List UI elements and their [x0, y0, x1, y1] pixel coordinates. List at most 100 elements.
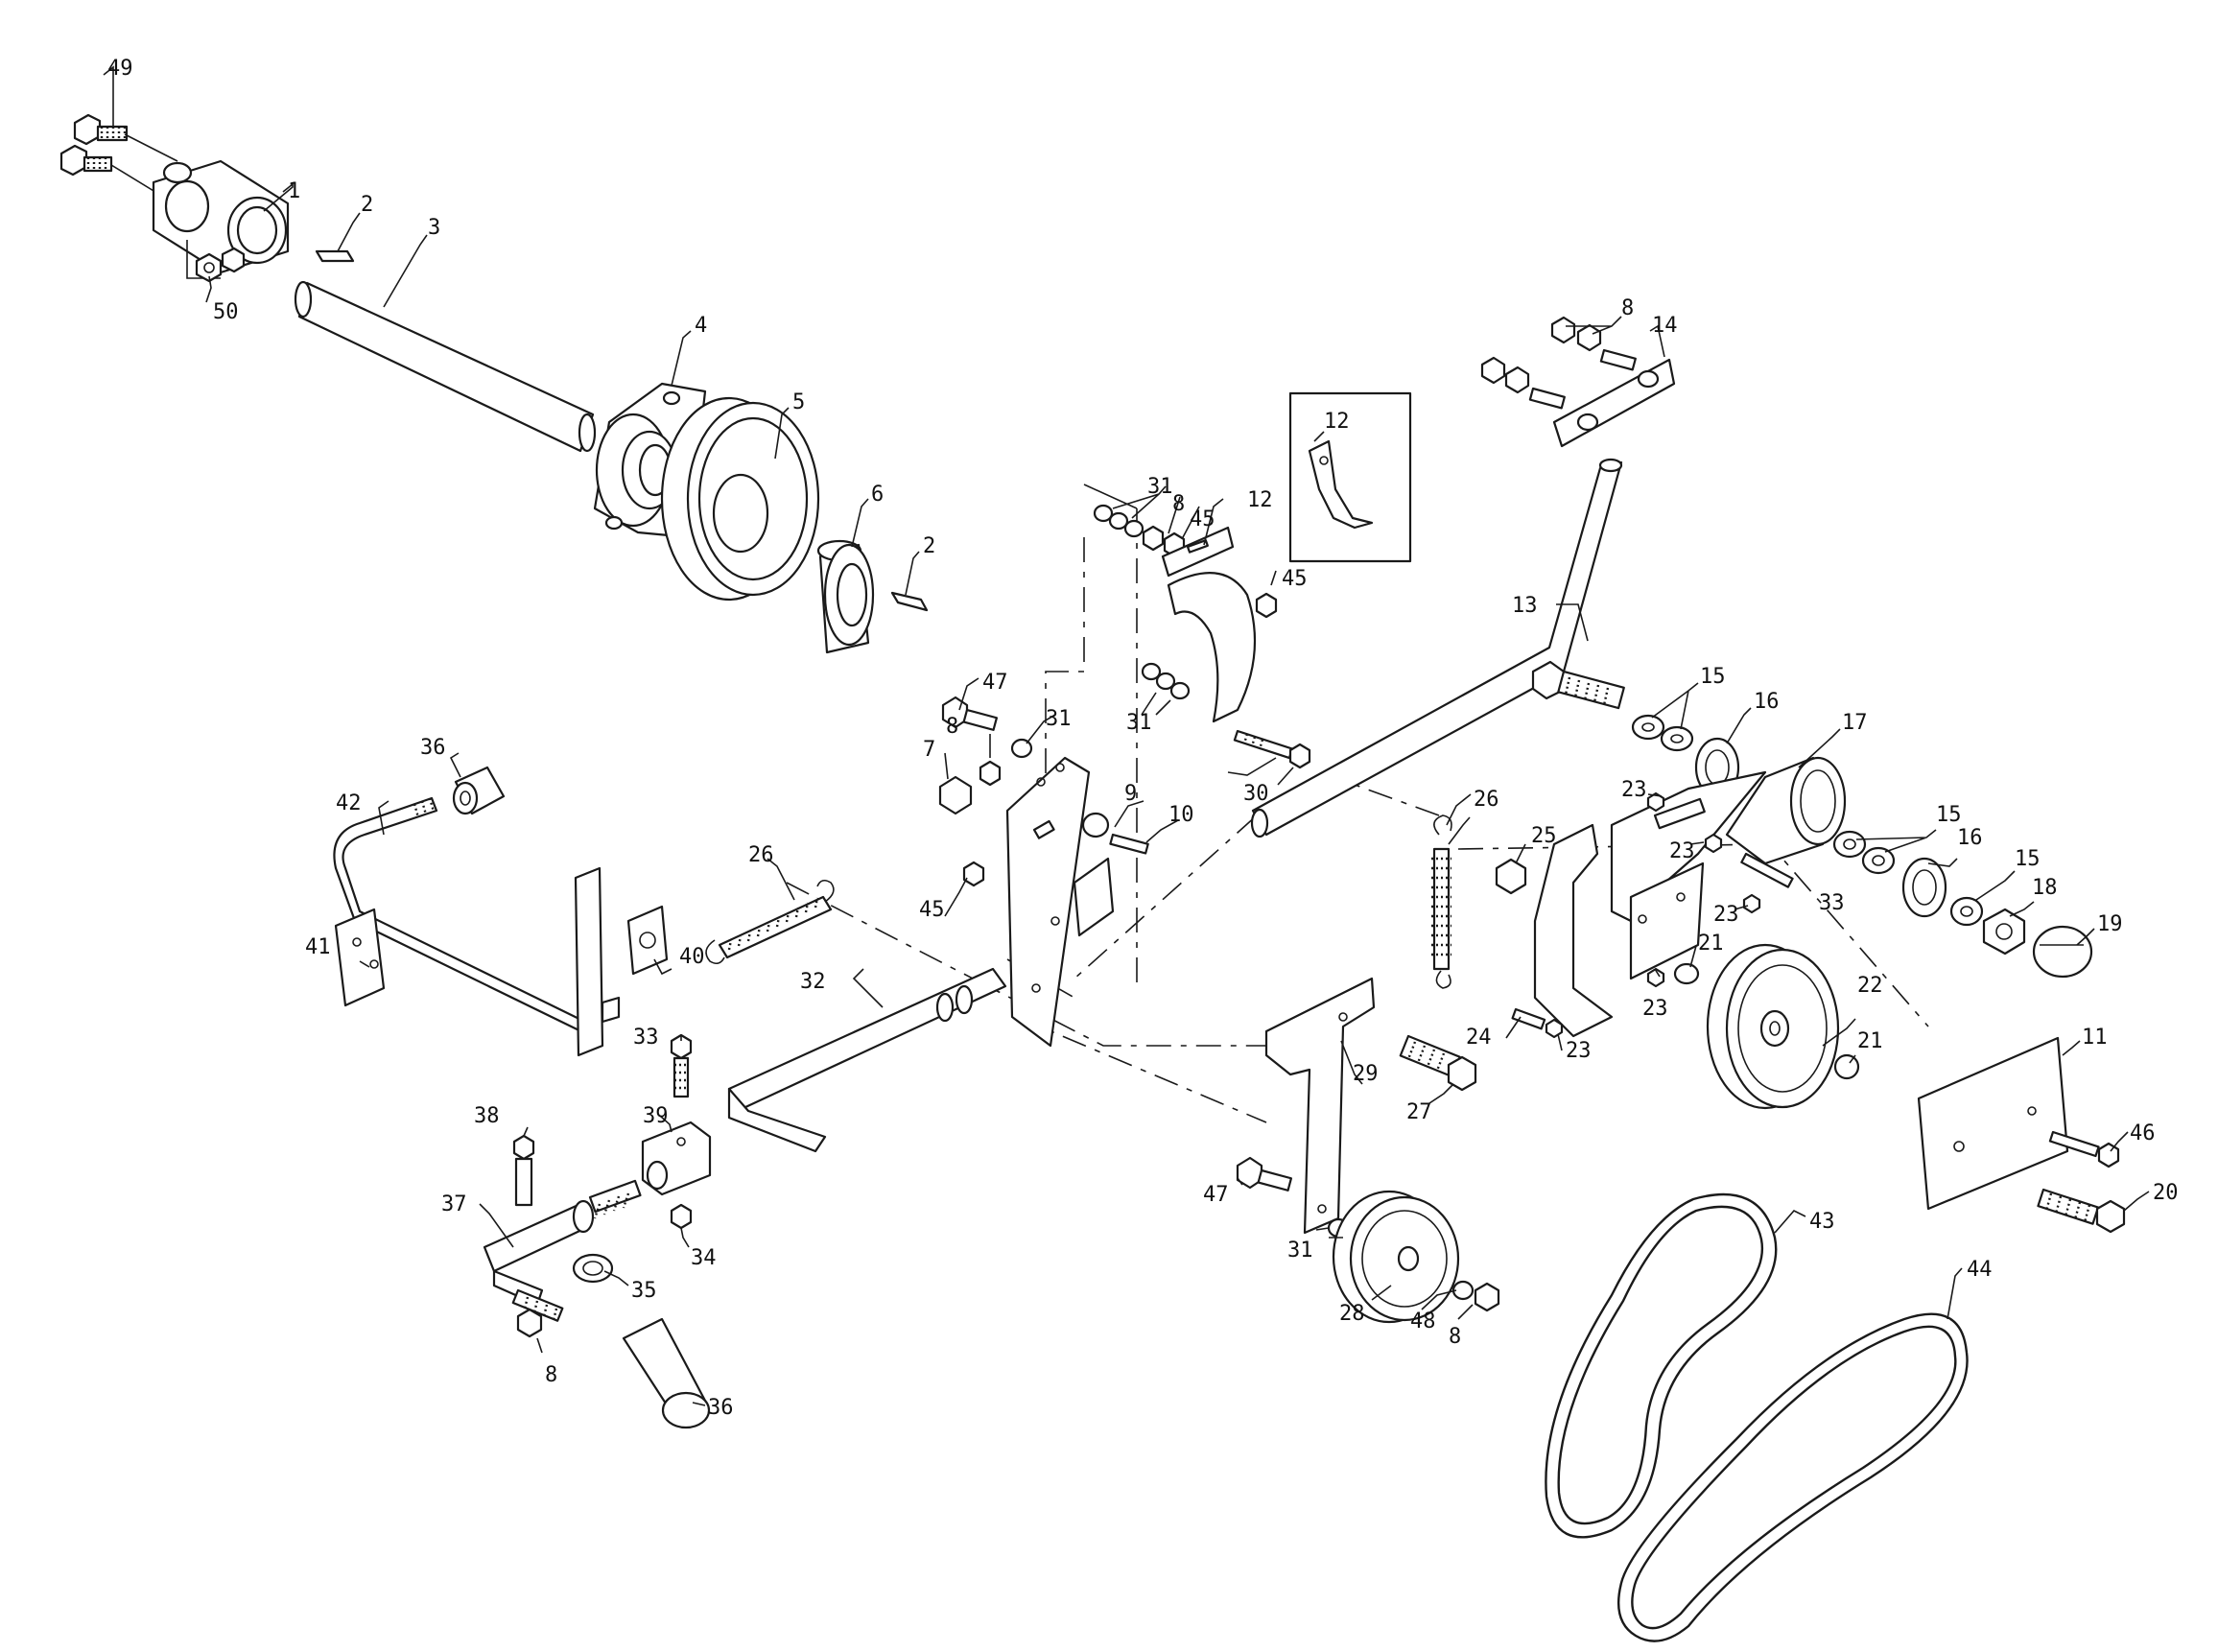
callout-12-box: 12 — [1324, 410, 1350, 434]
callout-48: 48 — [1410, 1310, 1436, 1333]
double-pulley-22 — [1706, 943, 1840, 1110]
callout-11: 11 — [2082, 1026, 2108, 1050]
bolt-bracket-upper — [1599, 348, 1637, 371]
callout-39: 39 — [643, 1104, 669, 1128]
block-39 — [641, 1121, 712, 1196]
nut-8-center — [979, 760, 1002, 787]
bolt-30 — [1233, 729, 1311, 769]
callout-labels: 1 2 3 4 5 6 2 49 50 12 8 14 13 15 16 17 … — [107, 57, 2179, 1420]
callout-10: 10 — [1168, 803, 1194, 827]
callout-14: 14 — [1652, 314, 1678, 338]
callout-31-center: 31 — [1046, 707, 1072, 731]
callout-43: 43 — [1809, 1210, 1835, 1234]
callout-6: 6 — [871, 483, 884, 507]
washer-15-e — [1949, 896, 1984, 927]
bolt-47-upper — [941, 696, 999, 731]
callout-31-guide-lower: 31 — [1126, 711, 1152, 735]
callout-40: 40 — [679, 945, 705, 969]
bracket-41 — [334, 908, 386, 1007]
callout-15-lower: 15 — [2015, 847, 2041, 871]
bolt-27 — [1399, 1034, 1477, 1092]
nut-23-b — [1704, 833, 1723, 854]
callout-42: 42 — [336, 791, 362, 815]
bracket-plate-14 — [1480, 316, 1676, 448]
nut-8-pedal — [516, 1308, 543, 1338]
callout-46: 46 — [2130, 1121, 2156, 1145]
nut-25 — [1495, 858, 1527, 895]
callout-30: 30 — [1243, 782, 1269, 806]
callout-36-lower: 36 — [708, 1396, 734, 1420]
nut-45-center — [962, 861, 985, 887]
callout-16-upper: 16 — [1754, 690, 1780, 714]
callout-18: 18 — [2032, 876, 2058, 900]
clutch-lever-13 — [1250, 458, 1625, 838]
washer-31-guide-f — [1169, 681, 1191, 700]
nut-23-c — [1742, 893, 1761, 914]
hex-bolt-49-upper — [73, 113, 129, 146]
callout-37: 37 — [441, 1192, 467, 1216]
callout-8-bracket: 8 — [1621, 296, 1634, 320]
central-bracket-assembly — [938, 484, 1149, 1048]
nut-8-bracket-c — [1480, 356, 1506, 385]
nut-50 — [195, 247, 246, 283]
cap-19 — [2032, 925, 2093, 979]
callout-2-lower: 2 — [923, 534, 935, 558]
bolt-38 — [512, 1134, 535, 1207]
callout-16-lower: 16 — [1957, 826, 1983, 850]
callout-9: 9 — [1124, 782, 1137, 806]
nut-8-guide — [1142, 525, 1165, 552]
callout-21-a: 21 — [1698, 932, 1724, 956]
callout-45-center: 45 — [919, 898, 945, 922]
bolt-bracket-lower — [1528, 387, 1566, 410]
callout-38: 38 — [474, 1104, 500, 1128]
arm-32 — [727, 967, 1007, 1153]
callout-33-left: 33 — [633, 1026, 659, 1050]
callout-25: 25 — [1531, 824, 1557, 848]
callout-8-guide: 8 — [1172, 492, 1185, 516]
callout-23-a: 23 — [1621, 778, 1647, 802]
upper-drive-shaft-assembly — [59, 113, 929, 654]
callout-45-side: 45 — [1282, 567, 1308, 591]
key-2-upper — [315, 249, 355, 263]
pedal-arm-37 — [483, 1179, 642, 1322]
bolt-10 — [1109, 833, 1149, 855]
nut-8-bracket-a — [1550, 316, 1576, 344]
nut-34 — [670, 1203, 693, 1230]
callout-49: 49 — [107, 57, 133, 81]
callout-23-c: 23 — [1713, 903, 1739, 927]
callout-22: 22 — [1857, 974, 1883, 998]
key-2-lower — [890, 591, 929, 612]
tension-spring-26-left — [705, 879, 835, 965]
bolt-20 — [2037, 1188, 2126, 1234]
pedal-linkage — [483, 1033, 712, 1429]
callout-13: 13 — [1512, 594, 1538, 618]
washer-31-center — [1010, 738, 1033, 759]
nut-23-e — [1545, 1018, 1564, 1039]
callout-47-lower: 47 — [1203, 1183, 1229, 1207]
callout-23-d: 23 — [1642, 997, 1668, 1021]
washer-15-a — [1631, 714, 1665, 741]
washer-15-b — [1660, 725, 1694, 752]
callout-31-guide: 31 — [1147, 475, 1173, 499]
idler-pulley-28 — [1332, 1190, 1460, 1324]
v-belt-43 — [1545, 1192, 1778, 1539]
callout-19: 19 — [2097, 912, 2123, 936]
callout-23-e: 23 — [1566, 1039, 1592, 1063]
callout-17: 17 — [1842, 711, 1868, 735]
bearing-16-b — [1901, 857, 1947, 918]
callout-31-lower: 31 — [1287, 1239, 1313, 1263]
rod-42 — [333, 796, 597, 1040]
callout-28: 28 — [1339, 1302, 1365, 1326]
callout-15-upper: 15 — [1700, 665, 1726, 689]
v-belt-44 — [1617, 1312, 1969, 1642]
callout-29: 29 — [1353, 1062, 1379, 1086]
nut-23-d — [1646, 967, 1665, 988]
tension-spring-26-right — [1431, 814, 1452, 989]
bracket-40 — [626, 905, 669, 976]
bolt-33-left — [670, 1033, 693, 1098]
callout-27: 27 — [1406, 1100, 1432, 1124]
callout-20: 20 — [2153, 1181, 2179, 1205]
post-bracket — [574, 866, 621, 1057]
callout-32: 32 — [800, 970, 826, 994]
callout-47-upper: 47 — [982, 671, 1008, 695]
